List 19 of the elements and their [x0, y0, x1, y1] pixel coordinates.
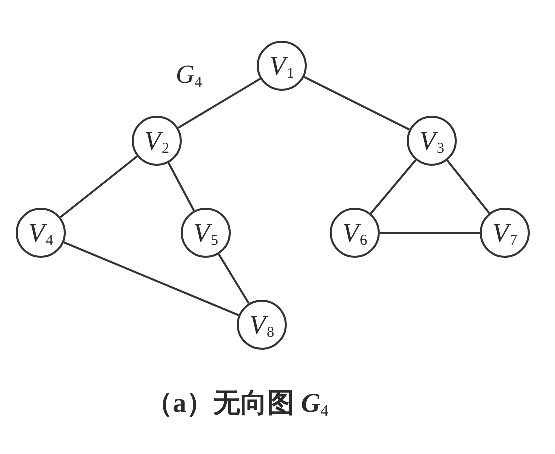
- vertex-label: V$_{7}$: [492, 220, 518, 246]
- vertex-label: V$_{2}$: [144, 128, 170, 154]
- vertex-label: V$_{3}$: [420, 128, 444, 154]
- graph-name-label: G$_{4}$: [176, 62, 202, 88]
- graph-edge: [304, 76, 410, 131]
- vertex-label: V$_{8}$: [250, 312, 274, 338]
- graph-edge: [60, 156, 138, 218]
- vertex-label: V$_{5}$: [194, 220, 218, 246]
- vertex-label: V$_{1}$: [270, 52, 294, 80]
- vertex-label: V$_{6}$: [342, 220, 368, 246]
- graph-edge: [178, 78, 262, 129]
- vertex-label: V$_{4}$: [28, 220, 54, 246]
- graph-edge: [446, 160, 490, 214]
- graph-edge: [64, 242, 240, 316]
- graph-edge: [380, 232, 480, 234]
- figure-caption: （a）无向图 G$_{4}$: [146, 390, 329, 417]
- graph-edge: [370, 160, 417, 214]
- graph-edge: [168, 162, 196, 212]
- graph-edge: [218, 254, 250, 304]
